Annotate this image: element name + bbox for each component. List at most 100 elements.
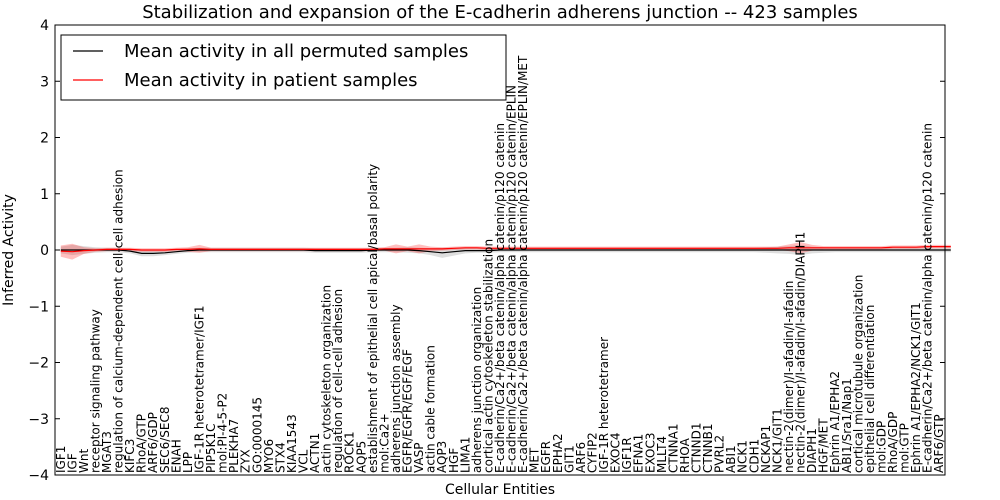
- x-tick-label: GIT1: [562, 445, 576, 473]
- x-tick-label: E-cadherin/Ca2+/beta catenin/alpha caten…: [505, 85, 519, 473]
- x-tick-label: RhoA/GTP: [135, 414, 149, 473]
- legend-box: [60, 34, 507, 101]
- x-tick-label: NCK1/GIT1: [770, 408, 784, 473]
- x-tick-label: VASP: [412, 442, 426, 473]
- chart-title: Stabilization and expansion of the E-cad…: [142, 2, 858, 23]
- y-tick-label: −3: [28, 412, 49, 428]
- x-tick-label: MGAT3: [100, 431, 114, 473]
- y-tick-label: 0: [40, 243, 49, 259]
- x-tick-label: ARF6/GTP: [932, 414, 946, 473]
- y-axis: −4 −3 −2 −1 0 1 2 3 4: [28, 18, 945, 484]
- y-tick-label: −1: [28, 299, 49, 315]
- x-tick-label: ARF6: [574, 442, 588, 473]
- x-tick-label: STX4: [273, 442, 287, 473]
- x-tick-label: NCKAP1: [759, 425, 773, 473]
- x-tick-label: AQP3: [435, 441, 449, 473]
- x-tick-label: SEC6/SEC8: [158, 407, 172, 473]
- x-tick-label: ABI1: [724, 445, 738, 473]
- x-tick-label: EXOC4: [609, 433, 623, 474]
- x-tick-label: GO:0000145: [250, 397, 264, 473]
- x-tick-label: receptor signaling pathway: [89, 309, 103, 473]
- legend: Mean activity in all permuted samples Me…: [60, 34, 507, 101]
- x-tick-label: cortical actin cytoskeleton stabilizatio…: [481, 239, 495, 473]
- x-tick-label: EGFR: [539, 441, 553, 473]
- x-tick-label: IGF-1R heterotetramer: [597, 337, 611, 473]
- x-tick-label: ACTN1: [308, 433, 322, 473]
- x-tick-label: CDH1: [747, 439, 761, 473]
- legend-label-patient: Mean activity in patient samples: [124, 70, 418, 91]
- series-lines: [60, 246, 951, 254]
- x-tick-label: nectin-2(dimer)/I-afadin/I-afadin: [782, 281, 796, 473]
- x-tick-label: EGFR/EGFR/EGF/EGF: [401, 349, 415, 473]
- x-tick-label: VCL: [297, 449, 311, 473]
- x-tick-label: PIP5K1C: [204, 423, 218, 473]
- y-tick-label: 2: [40, 131, 49, 147]
- x-tick-label: Wnt: [77, 449, 91, 473]
- x-tick-label: regulation of cell-cell adhesion: [331, 289, 345, 473]
- y-tick-label: 3: [40, 74, 49, 90]
- line-series-1: [60, 246, 951, 253]
- x-tick-label: MET: [528, 447, 542, 473]
- x-axis-label: Cellular Entities: [445, 482, 555, 498]
- x-tick-label: CTNND1: [690, 422, 704, 473]
- y-tick-label: 4: [40, 18, 49, 34]
- x-tick-label: ROCK1: [343, 431, 357, 473]
- x-tick-label: KIFC3: [123, 439, 137, 473]
- x-tick-label: Ephrin A1/EPHA2/NCK1/GIT1: [909, 302, 923, 473]
- y-tick-label: 1: [40, 187, 49, 203]
- x-tick-label: PLEKHA7: [227, 419, 241, 473]
- x-tick-label: mol:GTP: [898, 423, 912, 473]
- x-tick-label: EXOC3: [643, 433, 657, 474]
- x-tick-label: E-cadherin/Ca2+/beta catenin/alpha caten…: [516, 55, 530, 473]
- line-series-0: [60, 249, 951, 254]
- x-tick-label: LPP: [181, 452, 195, 473]
- x-tick-label: ARF6/GDP: [146, 412, 160, 473]
- x-tick-label: HGF/MET: [817, 418, 831, 473]
- y-axis-label: Inferred Activity: [1, 194, 17, 306]
- y-tick-label: −4: [28, 468, 49, 484]
- x-tick-label: MLLT4: [655, 436, 669, 473]
- x-tick-label: EFNA1: [632, 434, 646, 473]
- x-tick-label: LIMA1: [458, 437, 472, 473]
- x-tick-label: IGF-1R heterotetramer/IGF1: [193, 306, 207, 473]
- x-tick-label: MYO6: [262, 439, 276, 473]
- x-tick-label: IGF: [65, 453, 79, 473]
- x-tick-label: NCK1: [736, 440, 750, 473]
- x-tick-label: regulation of calcium-dependent cell-cel…: [112, 169, 126, 473]
- x-tick-label: Ephrin A1/EPHA2: [828, 371, 842, 473]
- x-tick-label: ABI1/Sra1/Nap1: [840, 378, 854, 473]
- x-tick-label: AQP5: [354, 441, 368, 473]
- legend-label-permuted: Mean activity in all permuted samples: [124, 41, 468, 62]
- x-tick-label: CYFIP2: [586, 432, 600, 473]
- x-tick-label: adherens junction assembly: [389, 304, 403, 473]
- x-tick-label: nectin-2(dimer)/I-afadin/I-afadin/DIAPH1: [794, 232, 808, 473]
- x-tick-label: epithelial cell differentiation: [863, 305, 877, 473]
- x-tick-label: CTNNB1: [701, 423, 715, 473]
- x-tick-label: adherens junction organization: [470, 287, 484, 473]
- x-tick-label: E-cadherin/Ca2+/beta catenin/alpha caten…: [921, 123, 935, 473]
- band-series-1: [60, 242, 951, 260]
- x-tick-label: KIAA1543: [285, 414, 299, 473]
- x-tick-label: ENAH: [169, 439, 183, 473]
- x-tick-label: CTNNA1: [666, 423, 680, 473]
- x-tick-label: HGF: [447, 448, 461, 473]
- x-tick-label: E-cadherin/Ca2+/beta catenin/alpha caten…: [493, 123, 507, 473]
- x-tick-label: PVRL2: [713, 435, 727, 473]
- x-tick-label: mol:Ca2+: [377, 413, 391, 473]
- x-tick-label: DIAPH1: [805, 428, 819, 473]
- x-tick-label: mol:GDP: [874, 421, 888, 473]
- x-tick-label: establishment of epithelial cell apical/…: [366, 164, 380, 473]
- x-tick-label: RHOA: [678, 437, 692, 473]
- x-tick-label: ZYX: [239, 449, 253, 473]
- x-tick-label: actin cytoskeleton organization: [320, 285, 334, 473]
- x-tick-label: RhoA/GDP: [886, 412, 900, 473]
- x-tick-label: IGF1R: [620, 437, 634, 473]
- x-tick-label: mol:PI-4-5-P2: [216, 393, 230, 473]
- x-tick-label: cortical microtubule organization: [851, 275, 865, 473]
- x-tick-label: IGF1: [54, 446, 68, 473]
- y-tick-label: −2: [28, 356, 49, 372]
- x-tick-label: actin cable formation: [424, 345, 438, 473]
- x-tick-label: EPHA2: [551, 433, 565, 473]
